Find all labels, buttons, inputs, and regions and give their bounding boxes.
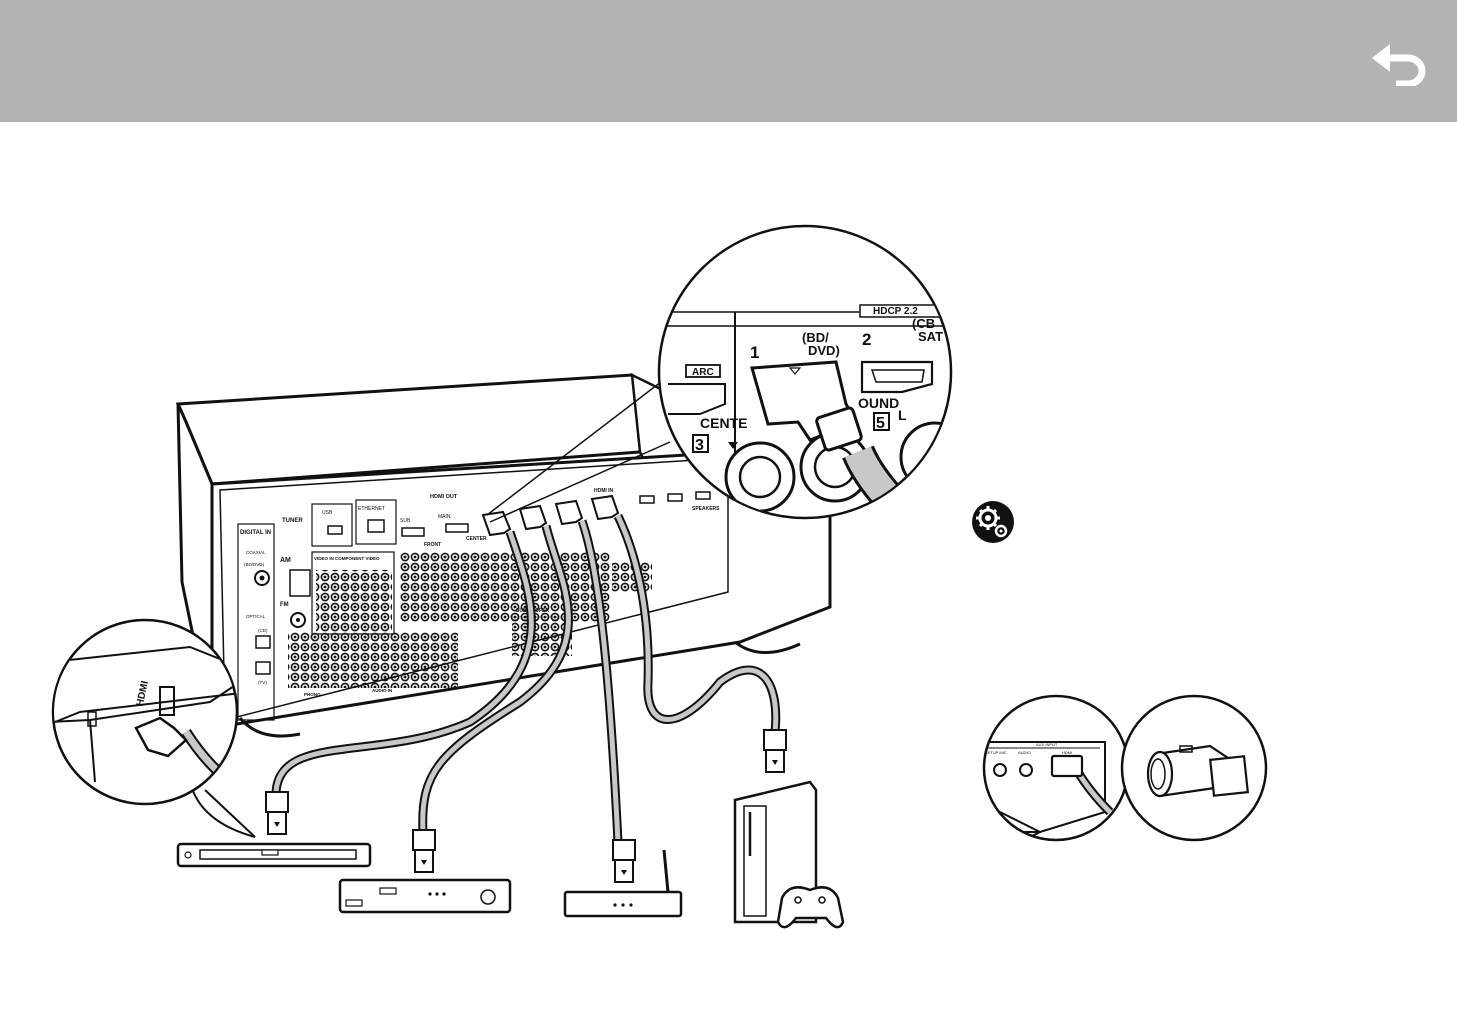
hdmi-out-label: HDMI OUT [430, 494, 458, 500]
am-label: AM [280, 557, 291, 564]
zoom-front-aux-input: AUX INPUT SETUP MIC AUDIO HDMI [982, 694, 1268, 842]
hdmi-plugs-in-receiver [481, 494, 620, 537]
port2-name-line2: SAT [918, 329, 943, 344]
port2-name-line1: (CB [912, 316, 935, 331]
video-in-label: VIDEO IN COMPONENT VIDEO [314, 556, 380, 561]
return-arrow-icon [1372, 44, 1426, 88]
camcorder [1146, 744, 1249, 798]
fm-label: FM [280, 602, 289, 608]
audio-in-label: AUDIO IN [372, 688, 392, 693]
coaxial-label: COAXIAL [246, 550, 266, 555]
port1-number: 1 [750, 343, 759, 362]
bd-dvd-player [176, 842, 372, 868]
hdmi-cable-end-plugs [265, 729, 787, 883]
cable-sat-box [338, 878, 512, 914]
phono-label: PHONO [304, 692, 321, 697]
optical-label: OPTICAL [246, 614, 266, 619]
center-number-zoom: 3 [695, 437, 704, 454]
tuner-label: TUNER [282, 518, 303, 524]
arc-label: ARC [692, 367, 714, 378]
audio-label: AUDIO [1018, 750, 1031, 755]
connection-diagram: DIGITAL IN COAXIAL (BD/DVD) OPTICAL (CD)… [51, 224, 1268, 929]
bd-dvd-label: (BD/DVD) [244, 562, 265, 567]
usb-label: USB [322, 510, 333, 516]
port1-name-line1: (BD/ [802, 330, 829, 345]
aux-hdmi-label: HDMI [1062, 750, 1072, 755]
header-bar [0, 0, 1457, 122]
back-button[interactable] [1368, 36, 1426, 88]
center-label-zoom: CENTE [700, 415, 747, 431]
hdcp-label: HDCP 2.2 [873, 306, 918, 317]
settings-gears-icon [972, 501, 1014, 543]
center-label: CENTER [466, 536, 487, 542]
hdmi-out-sub-label: SUB [400, 518, 411, 524]
digital-in-label: DIGITAL IN [240, 530, 271, 536]
port1-name-line2: DVD) [808, 343, 840, 358]
hdmi-in-label: HDMI IN [594, 488, 614, 494]
hdmi-cables [271, 514, 781, 843]
hdmi-out-main-label: MAIN [438, 514, 451, 520]
hdmi-port-label: HDMI [135, 680, 151, 707]
game-console [733, 780, 845, 929]
front-label: FRONT [424, 542, 441, 548]
surround-side-zoom: L [898, 407, 907, 423]
tv-label: (TV) [258, 680, 267, 685]
port2-number: 2 [862, 330, 871, 349]
setup-mic-label: SETUP MIC [985, 750, 1007, 755]
ethernet-label: ETHERNET [358, 506, 385, 512]
surround-number-zoom: 5 [876, 415, 885, 432]
speakers-label: SPEAKERS [692, 506, 720, 512]
surround-label-zoom: OUND [858, 395, 899, 411]
streaming-box [563, 849, 683, 918]
cd-label: (CD) [258, 628, 268, 633]
aux-input-label: AUX INPUT [1036, 742, 1058, 747]
